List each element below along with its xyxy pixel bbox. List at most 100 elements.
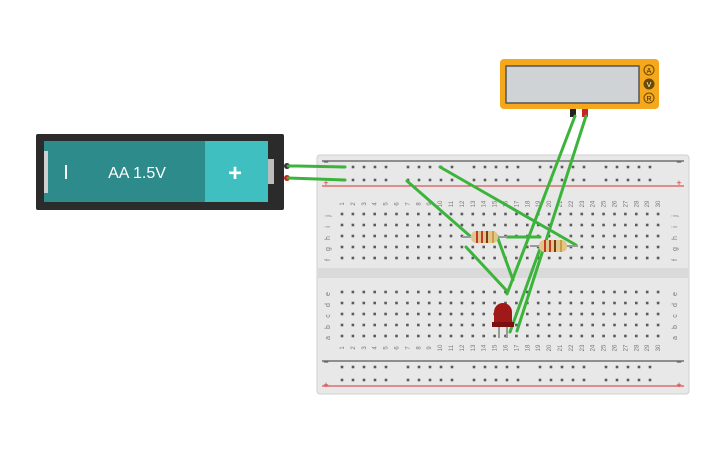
terminal-hole[interactable] xyxy=(580,234,584,238)
wire-rail-to-resistor2[interactable] xyxy=(438,165,578,247)
rail-hole[interactable] xyxy=(428,178,432,182)
terminal-hole[interactable] xyxy=(438,223,442,227)
multimeter-v-probe[interactable] xyxy=(582,109,588,117)
rail-hole[interactable] xyxy=(648,165,652,169)
terminal-hole[interactable] xyxy=(449,301,453,305)
terminal-hole[interactable] xyxy=(547,290,551,294)
rail-hole[interactable] xyxy=(582,178,586,182)
rail-hole[interactable] xyxy=(439,365,443,369)
terminal-hole[interactable] xyxy=(460,234,464,238)
terminal-hole[interactable] xyxy=(384,212,387,216)
multimeter-mode-a-button[interactable]: A xyxy=(643,64,655,76)
rail-hole[interactable] xyxy=(450,365,454,369)
terminal-hole[interactable] xyxy=(493,245,496,249)
terminal-hole[interactable] xyxy=(558,323,562,327)
terminal-hole[interactable] xyxy=(384,223,387,227)
terminal-hole[interactable] xyxy=(504,301,507,305)
terminal-hole[interactable] xyxy=(591,212,594,216)
rail-hole[interactable] xyxy=(373,365,377,369)
rail-hole[interactable] xyxy=(494,365,498,369)
rail-hole[interactable] xyxy=(428,365,432,369)
terminal-hole[interactable] xyxy=(427,256,431,260)
terminal-hole[interactable] xyxy=(526,212,529,216)
terminal-hole[interactable] xyxy=(373,301,376,305)
rail-hole[interactable] xyxy=(637,165,641,169)
rail-hole[interactable] xyxy=(538,165,542,169)
terminal-hole[interactable] xyxy=(340,234,344,238)
rail-hole[interactable] xyxy=(571,365,575,369)
terminal-hole[interactable] xyxy=(602,301,605,305)
rail-hole[interactable] xyxy=(538,178,542,182)
terminal-hole[interactable] xyxy=(635,234,638,238)
terminal-hole[interactable] xyxy=(417,323,420,327)
terminal-hole[interactable] xyxy=(656,223,660,227)
terminal-hole[interactable] xyxy=(460,256,464,260)
rail-hole[interactable] xyxy=(472,165,476,169)
terminal-hole[interactable] xyxy=(613,234,616,238)
rail-hole[interactable] xyxy=(494,178,498,182)
rail-hole[interactable] xyxy=(373,165,377,169)
led-red[interactable] xyxy=(492,303,514,338)
terminal-hole[interactable] xyxy=(460,212,464,216)
terminal-hole[interactable] xyxy=(580,334,584,338)
terminal-hole[interactable] xyxy=(460,223,464,227)
terminal-hole[interactable] xyxy=(515,256,518,260)
rail-hole[interactable] xyxy=(582,165,586,169)
rail-hole[interactable] xyxy=(560,378,564,382)
terminal-hole[interactable] xyxy=(427,290,431,294)
multimeter-mode-r-button[interactable]: R xyxy=(643,92,655,104)
terminal-hole[interactable] xyxy=(362,256,366,260)
terminal-hole[interactable] xyxy=(471,256,475,260)
terminal-hole[interactable] xyxy=(362,301,366,305)
terminal-hole[interactable] xyxy=(395,234,398,238)
terminal-hole[interactable] xyxy=(591,301,594,305)
rail-hole[interactable] xyxy=(582,365,586,369)
terminal-hole[interactable] xyxy=(547,323,551,327)
terminal-hole[interactable] xyxy=(395,212,398,216)
terminal-hole[interactable] xyxy=(427,334,431,338)
terminal-hole[interactable] xyxy=(482,245,485,249)
terminal-hole[interactable] xyxy=(656,323,660,327)
terminal-hole[interactable] xyxy=(460,334,464,338)
terminal-hole[interactable] xyxy=(406,323,409,327)
terminal-hole[interactable] xyxy=(395,323,398,327)
terminal-hole[interactable] xyxy=(613,245,616,249)
terminal-hole[interactable] xyxy=(613,290,616,294)
resistor-2[interactable] xyxy=(530,240,578,252)
terminal-hole[interactable] xyxy=(536,312,540,316)
rail-hole[interactable] xyxy=(417,365,421,369)
terminal-hole[interactable] xyxy=(482,312,485,316)
terminal-hole[interactable] xyxy=(613,334,616,338)
terminal-hole[interactable] xyxy=(340,323,344,327)
rail-hole[interactable] xyxy=(516,378,520,382)
terminal-hole[interactable] xyxy=(536,334,540,338)
terminal-hole[interactable] xyxy=(526,323,529,327)
terminal-hole[interactable] xyxy=(547,223,551,227)
terminal-hole[interactable] xyxy=(438,256,442,260)
terminal-hole[interactable] xyxy=(569,290,573,294)
terminal-hole[interactable] xyxy=(547,212,551,216)
terminal-hole[interactable] xyxy=(438,312,442,316)
rail-hole[interactable] xyxy=(582,378,586,382)
terminal-hole[interactable] xyxy=(656,301,660,305)
terminal-hole[interactable] xyxy=(569,212,573,216)
rail-hole[interactable] xyxy=(516,178,520,182)
rail-hole[interactable] xyxy=(505,178,509,182)
terminal-hole[interactable] xyxy=(613,256,616,260)
rail-hole[interactable] xyxy=(516,165,520,169)
terminal-hole[interactable] xyxy=(515,245,518,249)
rail-hole[interactable] xyxy=(351,378,355,382)
terminal-hole[interactable] xyxy=(558,301,562,305)
terminal-hole[interactable] xyxy=(635,212,638,216)
terminal-hole[interactable] xyxy=(613,212,616,216)
rail-hole[interactable] xyxy=(406,165,410,169)
terminal-hole[interactable] xyxy=(362,334,366,338)
rail-hole[interactable] xyxy=(648,378,652,382)
terminal-hole[interactable] xyxy=(427,323,431,327)
terminal-hole[interactable] xyxy=(591,290,594,294)
terminal-hole[interactable] xyxy=(645,334,649,338)
terminal-hole[interactable] xyxy=(417,234,420,238)
terminal-hole[interactable] xyxy=(395,245,398,249)
terminal-hole[interactable] xyxy=(340,212,344,216)
rail-hole[interactable] xyxy=(615,178,619,182)
